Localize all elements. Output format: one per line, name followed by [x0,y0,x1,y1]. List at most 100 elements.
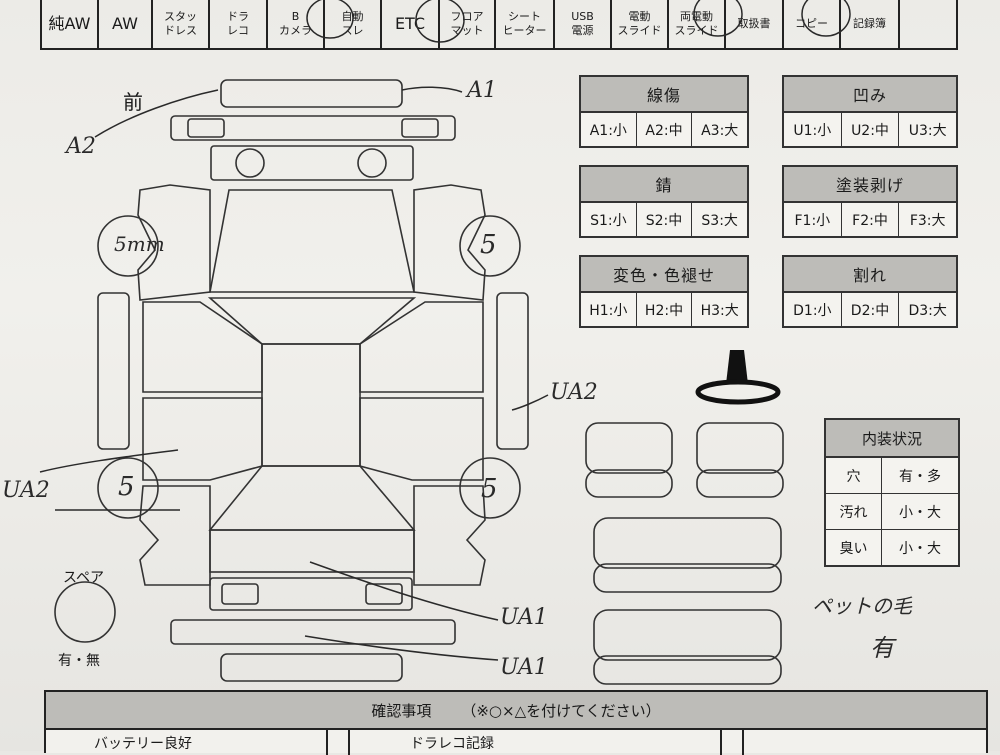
equipment-cell: スタッドレス [153,0,210,48]
circle-floor-mat [415,0,465,43]
seat-front-left [585,422,673,474]
ua2-right-pointer [511,394,549,411]
legend-title: 錆 [581,167,747,203]
handwritten-ua1-upper: UA1 [500,605,548,630]
handwritten-a1: A1 [467,78,497,103]
a1-pointer [401,86,463,93]
front-bumper [170,115,456,141]
legend-title: 変色・色褪せ [581,257,747,293]
equipment-cell-empty [900,0,958,48]
confirm-row: バッテリー良好 ドラレコ記録 [46,730,986,755]
ua1-lower-pointer [304,635,499,661]
confirm-item-battery: バッテリー良好 [46,730,328,755]
legend-item: U3:大 [908,122,947,139]
legend-item: D3:大 [908,302,947,319]
legend-title: 線傷 [581,77,747,113]
interior-title: 内装状況 [826,420,958,458]
legend-item: U1:小 [784,113,842,146]
tire-rear-left [97,457,159,519]
front-fender-right [413,184,486,301]
circle-manual [693,0,743,37]
interior-row-smell: 臭い 小・大 [826,530,958,565]
front-bumper-top [220,79,403,108]
front-label: 前 [123,90,143,114]
equipment-cell: 純AW [42,0,99,48]
rear-door-right [359,397,484,481]
rear-bumper-lower [220,653,403,682]
legend-item: H1:小 [581,293,637,326]
circle-auto [306,0,354,39]
ua2-left-pointer [39,449,179,473]
handwritten-ua2-right: UA2 [550,380,598,405]
equipment-cell: 記録簿 [841,0,900,48]
front-door-left [142,301,263,393]
legend-item: S2:中 [637,203,693,236]
interior-row-dirt: 汚れ 小・大 [826,494,958,530]
tire-rear-right [459,457,521,519]
tire-front-right [459,215,521,277]
equipment-cell: シートヒーター [496,0,555,48]
seat-rear [593,517,782,569]
interior-row-hole: 穴 有・多 [826,458,958,494]
legend-title: 塗装剥げ [784,167,956,203]
legend-item: A1:小 [581,113,637,146]
confirm-title: 確認事項 [371,701,432,720]
legend-item: F1:小 [784,203,842,236]
front-door-right [359,301,484,393]
handwritten-ua2-left: UA2 [2,478,50,503]
legend-item: A2:中 [637,113,693,146]
legend-item: F2:中 [842,203,900,236]
headlight-left [235,148,265,178]
legend-title: 凹み [784,77,956,113]
confirm-header: 確認事項 （※○×△を付けてください） [46,692,986,730]
rear-door-left [142,397,263,481]
equipment-cell: ドラレコ [210,0,268,48]
legend-item: F3:大 [909,212,946,229]
handwritten-tire-fl: 5mm [114,232,165,256]
rear-fender-left [139,485,211,586]
legend-item: S1:小 [581,203,637,236]
roof [261,343,361,467]
grille [210,145,414,181]
seat-third-row [593,609,782,661]
rear-panel [209,577,413,611]
equipment-cell: 電動スライド [612,0,669,48]
trunk [209,529,415,573]
front-fender-left [137,184,211,301]
handwritten-pet-note2: 有 [870,634,894,662]
confirm-item-dashcam: ドラレコ記録 [350,730,722,755]
spare-tire [54,581,116,643]
confirm-note: （※○×△を付けてください） [461,701,661,720]
confirm-section: 確認事項 （※○×△を付けてください） バッテリー良好 ドラレコ記録 [44,690,988,755]
legend-item: D2:中 [842,293,900,326]
legend-item: D1:小 [784,293,842,326]
legend-item: H2:中 [637,293,693,326]
tire-front-left [97,215,159,277]
spare-options: 有・無 [58,653,100,669]
equipment-cell: 取扱書 [726,0,784,48]
interior-status-table: 内装状況 穴 有・多 汚れ 小・大 臭い 小・大 [824,418,960,567]
rear-fender-right [413,485,486,586]
legend-item: A3:大 [701,122,739,139]
spare-label: スペア [63,570,105,586]
side-skirt-right [496,292,529,450]
circle-record [801,0,851,37]
handwritten-tire-fr: 5 [480,230,497,260]
rear-bumper [170,619,456,645]
legend-item: H3:大 [700,302,739,319]
headlight-right [357,148,387,178]
a2-pointer [94,89,219,138]
handwritten-pet-note: ペットの毛 [812,594,912,618]
handwritten-tire-rl: 5 [118,472,135,502]
legend-title: 割れ [784,257,956,293]
